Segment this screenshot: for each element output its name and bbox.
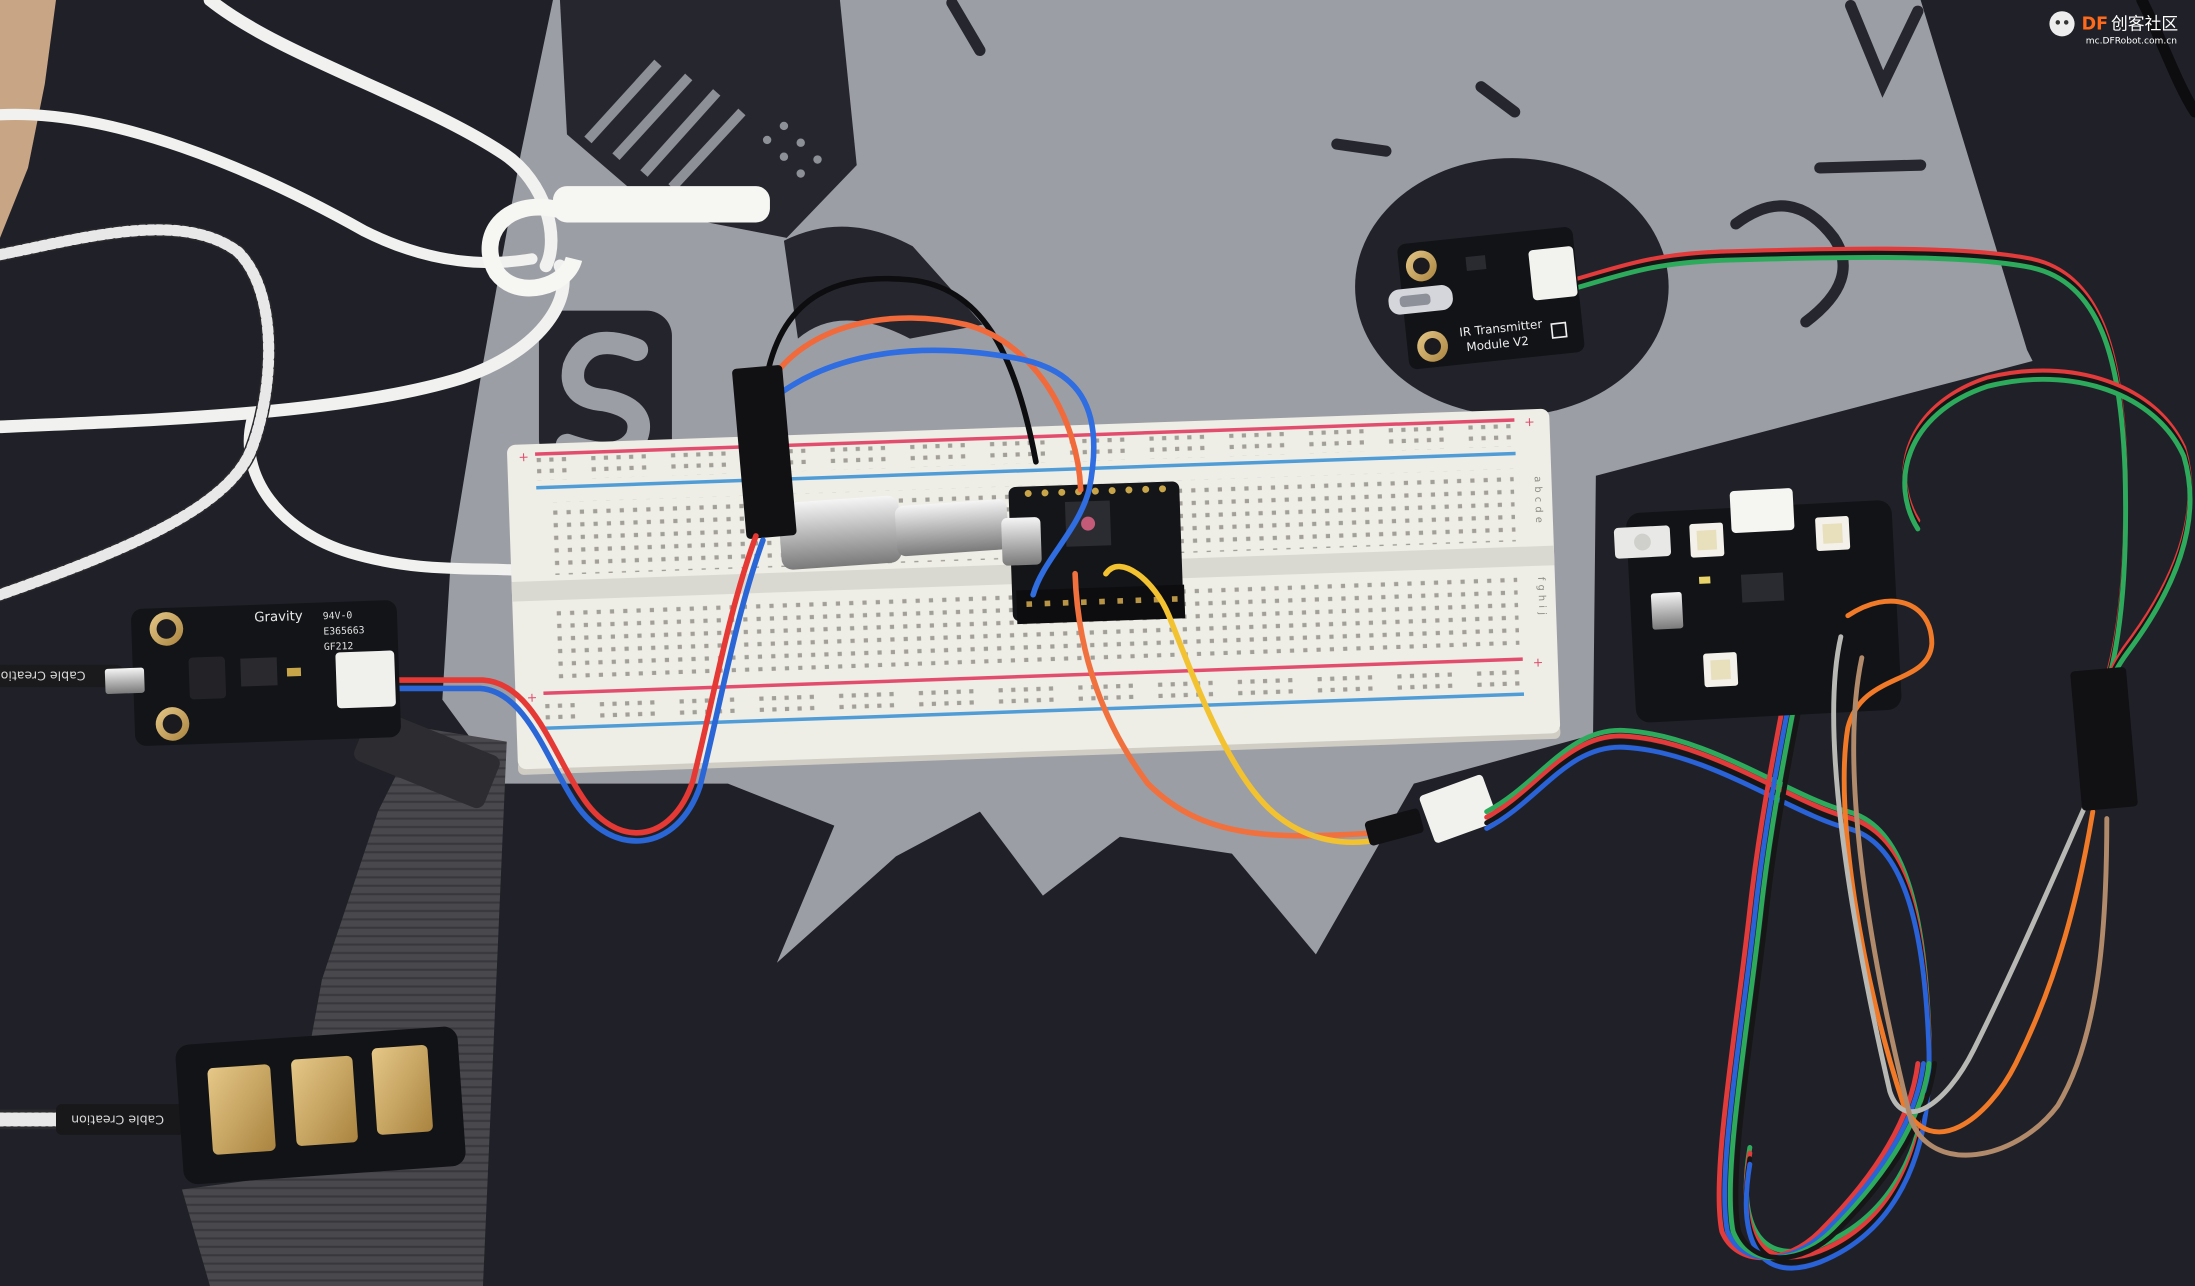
microcontroller-board [1001, 481, 1186, 625]
top-right-cable [2136, 0, 2195, 118]
dfrobot-watermark: DF 创客社区 mc.DFRobot.com.cn [2049, 11, 2178, 46]
braided-cable [0, 222, 276, 602]
cable-plug [55, 1104, 185, 1135]
cable-tie [481, 186, 770, 297]
dupont-connector [732, 365, 797, 539]
electrode-contact [207, 1064, 276, 1155]
robot-logo-icon [2049, 11, 2075, 37]
jumper-wires-top [764, 275, 1097, 598]
dupont-connector [2070, 667, 2138, 811]
usb-c-plug [778, 495, 1010, 570]
micro-usb-plug [104, 667, 145, 694]
ir-transmitter-module: IR Transmitter Module V2 [1388, 227, 1585, 370]
electrode-contact [371, 1045, 433, 1135]
ir-module-connector [1528, 246, 1578, 301]
micro-usb-port [1650, 592, 1684, 630]
cable-brand-label: Cable Creation [0, 669, 86, 684]
ir-module-subtitle: Module V2 [1466, 334, 1530, 354]
electrode-contact [291, 1055, 358, 1146]
rail-plus-label: + [518, 449, 529, 464]
signal-wires [1072, 563, 1382, 846]
dupont-wires-right [1831, 598, 2110, 1158]
bottom-rail-red-line [543, 657, 1523, 696]
cable-brand-label: Cable Creation [71, 1112, 164, 1127]
watermark-url: mc.DFRobot.com.cn [2086, 36, 2177, 46]
gravity-sensor-module: Cable Creation Gravity 94V-0 E365663 GF2… [0, 600, 401, 746]
bottom-rail-blue-line [544, 692, 1525, 731]
board-connector [1729, 488, 1795, 533]
watermark-brand-name: 创客社区 [2111, 13, 2178, 33]
board-rating-label: 94V-0 [323, 610, 353, 622]
rail-plus-label: + [1524, 414, 1535, 429]
board-code-label: E365663 [323, 625, 365, 637]
row-letters-upper: abcde [1532, 476, 1545, 527]
led-controller-board [1613, 488, 1902, 723]
row-letters-lower: fghij [1535, 577, 1547, 620]
jst-connector [1419, 774, 1498, 843]
electrode-sensor-pad: Cable Creation [0, 1026, 466, 1185]
gravity-wires [396, 533, 766, 844]
rgb-led [1689, 515, 1851, 688]
ribbon-cable-b [1716, 578, 1938, 1261]
chip-logo-icon [1081, 516, 1096, 531]
dfrobot-logo-icon [1550, 321, 1568, 339]
usb-c-port [1001, 517, 1042, 566]
gravity-brand-label: Gravity [254, 609, 303, 626]
rail-plus-label: + [527, 690, 538, 705]
dupont-connector [1364, 808, 1424, 846]
rail-plus-label: + [1532, 654, 1543, 669]
ir-module-cable [1572, 246, 2193, 739]
gravity-connector [335, 650, 396, 709]
watermark-brand-prefix: DF [2082, 14, 2108, 34]
sensor-chip [240, 657, 278, 687]
pin-header [1016, 584, 1186, 625]
board-model-label: GF212 [324, 641, 354, 653]
